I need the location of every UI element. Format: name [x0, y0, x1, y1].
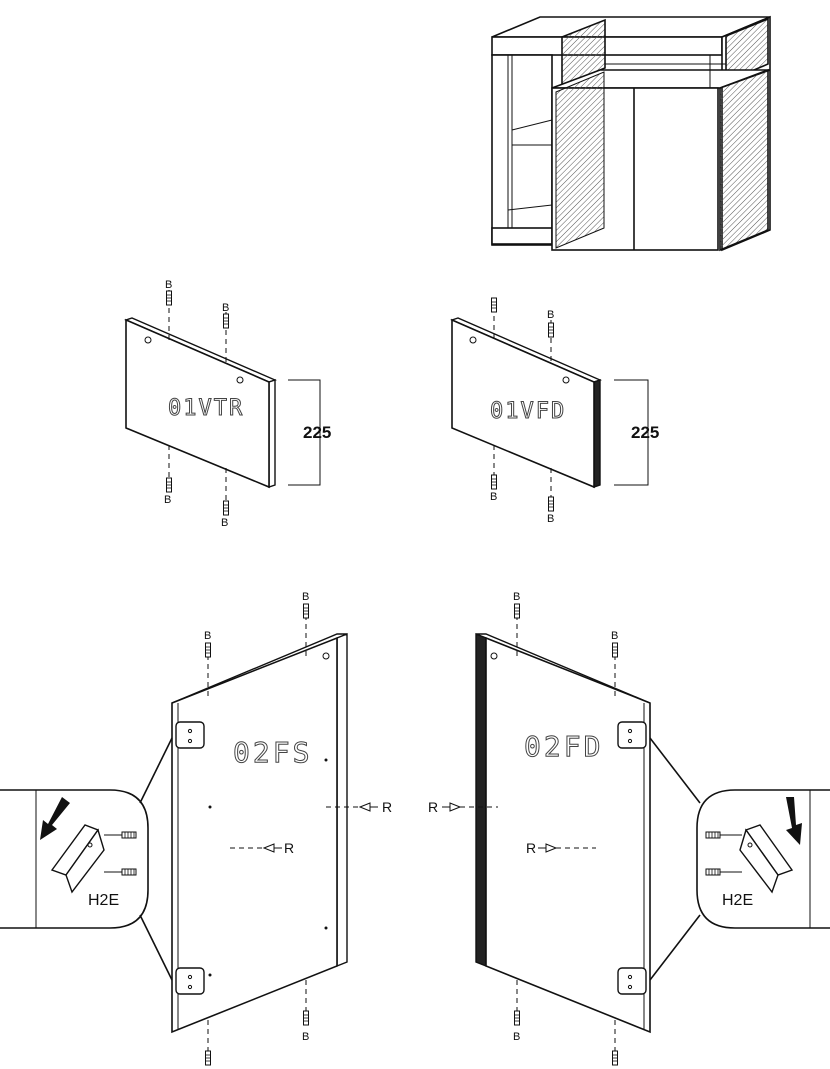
cabinet-overview — [491, 15, 771, 252]
panel-02fd: 02FD B B B R R — [428, 591, 651, 1066]
dowel-label: B — [302, 1031, 309, 1043]
panel-01vtr: 01VTR B B B B 225 — [124, 279, 331, 529]
dowel-label: B — [490, 491, 497, 503]
dowel-label: B — [164, 494, 171, 506]
panel-code: 02FS — [233, 736, 312, 769]
panel-code: 02FD — [524, 730, 603, 763]
hinge-detail-right: H2E — [649, 737, 830, 981]
hinge-cup — [175, 967, 205, 995]
hinge-cup — [617, 721, 647, 749]
hinge-label: H2E — [88, 892, 119, 909]
hinge-cup — [617, 967, 647, 995]
dowel-label: B — [611, 630, 618, 642]
panel-code: 01VFD — [490, 399, 566, 424]
screw-label: R — [382, 799, 392, 815]
dimension-label: 225 — [631, 423, 659, 442]
dowel-label: B — [547, 513, 554, 525]
panel-code: 01VTR — [168, 396, 244, 421]
hinge-cup — [175, 721, 205, 749]
hinge-detail-left: H2E — [0, 737, 173, 981]
dowel-label: B — [222, 302, 229, 314]
dowel-label: B — [513, 591, 520, 603]
hinge-label: H2E — [722, 892, 753, 909]
dimension-label: 225 — [303, 423, 331, 442]
dowel-label: B — [513, 1031, 520, 1043]
panel-02fs: 02FS B B B R R — [171, 591, 392, 1066]
screw-label: R — [284, 840, 294, 856]
screw-label: R — [526, 840, 536, 856]
dowel-label: B — [165, 279, 172, 291]
dowel-label: B — [547, 309, 554, 321]
dowel-label: B — [221, 517, 228, 529]
screw-label: R — [428, 799, 438, 815]
dowel-label: B — [204, 630, 211, 642]
panel-01vfd: 01VFD B B B 225 — [450, 297, 659, 525]
dowel-label: B — [302, 591, 309, 603]
